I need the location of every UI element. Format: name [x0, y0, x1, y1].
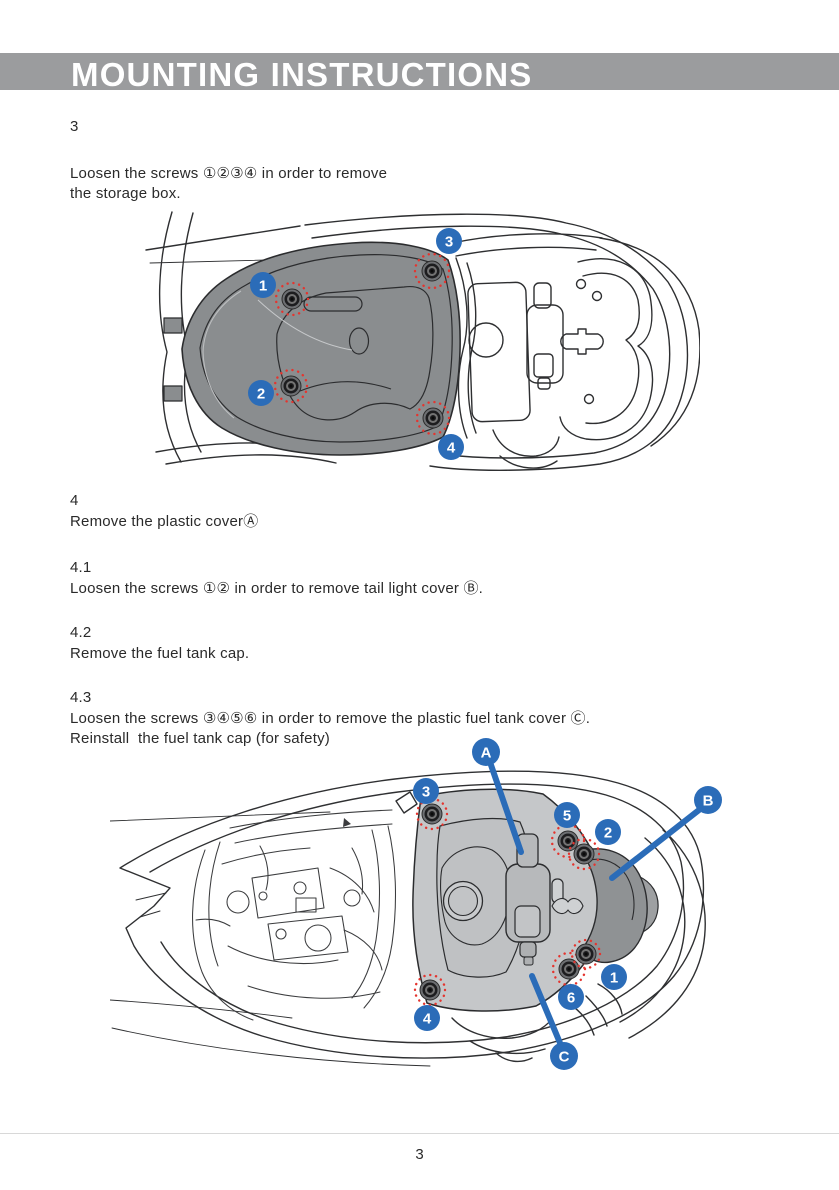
callout-A: A [472, 738, 524, 855]
callout-4: 4 [438, 434, 464, 460]
callout-B: B [609, 786, 722, 881]
callout-C: C [529, 973, 578, 1070]
engine-lines [192, 809, 396, 1021]
step-4-text: Remove the plastic coverⒶ [70, 512, 258, 533]
screw [413, 252, 451, 290]
step-4-1-text: Loosen the screws ①② in order to remove … [70, 579, 483, 600]
callout-label: 6 [567, 989, 575, 1006]
page-number: 3 [415, 1146, 424, 1163]
text-line: Remove the plastic coverⒶ [70, 512, 259, 530]
footer-divider [0, 1133, 839, 1134]
screw [567, 837, 601, 871]
storage-box [163, 241, 461, 456]
screw [273, 368, 309, 404]
diagram2-screws [413, 797, 602, 1007]
tail-light-cover [580, 848, 659, 964]
diagram-storage-box: 1 2 3 4 [145, 211, 700, 471]
step-4-2-number: 4.2 [70, 624, 92, 641]
callout-label: 1 [259, 277, 267, 294]
text-line: Loosen the screws ③④⑤⑥ in order to remov… [70, 709, 591, 727]
diagram2-callouts: A B C 3 5 2 1 6 4 [413, 738, 722, 1070]
screw [413, 973, 447, 1007]
callout-label: 2 [257, 385, 265, 402]
text-line: Reinstall the fuel tank cap (for safety) [70, 730, 330, 747]
screw [570, 938, 602, 970]
diagram1-screws [273, 252, 451, 436]
step-3: 3 Loosen the screws ①②③④ in order to rem… [70, 117, 387, 205]
screw [274, 281, 310, 317]
callout-label: 2 [604, 824, 612, 841]
diagram-fuel-tank-cover: A B C 3 5 2 1 6 4 [110, 738, 722, 1070]
callout-label: 4 [423, 1010, 432, 1027]
callout-label: A [481, 744, 492, 761]
callout-5: 5 [554, 802, 580, 828]
callout-6: 6 [558, 984, 584, 1010]
text-line: Loosen the screws ①② in order to remove … [70, 579, 484, 597]
step-4-3-number: 4.3 [70, 689, 92, 706]
step-4: 4 Remove the plastic coverⒶ [70, 491, 258, 532]
screw [551, 951, 587, 987]
header-bar: MOUNTING INSTRUCTIONS [0, 53, 839, 93]
text-line: the storage box. [70, 185, 181, 202]
step-4-2: 4.2 Remove the fuel tank cap. [70, 623, 249, 664]
callout-label: B [703, 792, 714, 809]
callout-1: 1 [250, 272, 276, 298]
step-4-number: 4 [70, 492, 79, 509]
screw [415, 400, 451, 436]
callout-2: 2 [595, 819, 621, 845]
step-3-number: 3 [70, 118, 79, 135]
screw [550, 823, 586, 859]
text-line: Loosen the screws ①②③④ in order to remov… [70, 164, 388, 182]
callout-label: 1 [610, 969, 618, 986]
page-title: MOUNTING INSTRUCTIONS [71, 56, 533, 93]
callout-1: 1 [601, 964, 627, 990]
callout-2: 2 [248, 380, 274, 406]
screw [415, 797, 449, 831]
scooter-body-lines [145, 211, 700, 471]
callout-label: 4 [447, 439, 456, 456]
text-line: Remove the fuel tank cap. [70, 644, 250, 662]
step-4-1: 4.1 Loosen the screws ①② in order to rem… [70, 558, 483, 599]
step-4-3-text: Loosen the screws ③④⑤⑥ in order to remov… [70, 709, 590, 750]
callout-3: 3 [413, 778, 439, 804]
callout-label: 5 [563, 807, 571, 824]
callout-4: 4 [414, 1005, 440, 1031]
step-4-3: 4.3 Loosen the screws ③④⑤⑥ in order to r… [70, 688, 590, 750]
callout-label: C [559, 1048, 570, 1065]
step-4-2-text: Remove the fuel tank cap. [70, 644, 249, 665]
callout-label: 3 [445, 233, 453, 250]
callout-label: 3 [422, 783, 430, 800]
callout-3: 3 [436, 228, 462, 254]
step-3-text: Loosen the screws ①②③④ in order to remov… [70, 164, 387, 205]
step-4-1-number: 4.1 [70, 559, 92, 576]
diagram1-callouts: 1 2 3 4 [248, 228, 464, 460]
